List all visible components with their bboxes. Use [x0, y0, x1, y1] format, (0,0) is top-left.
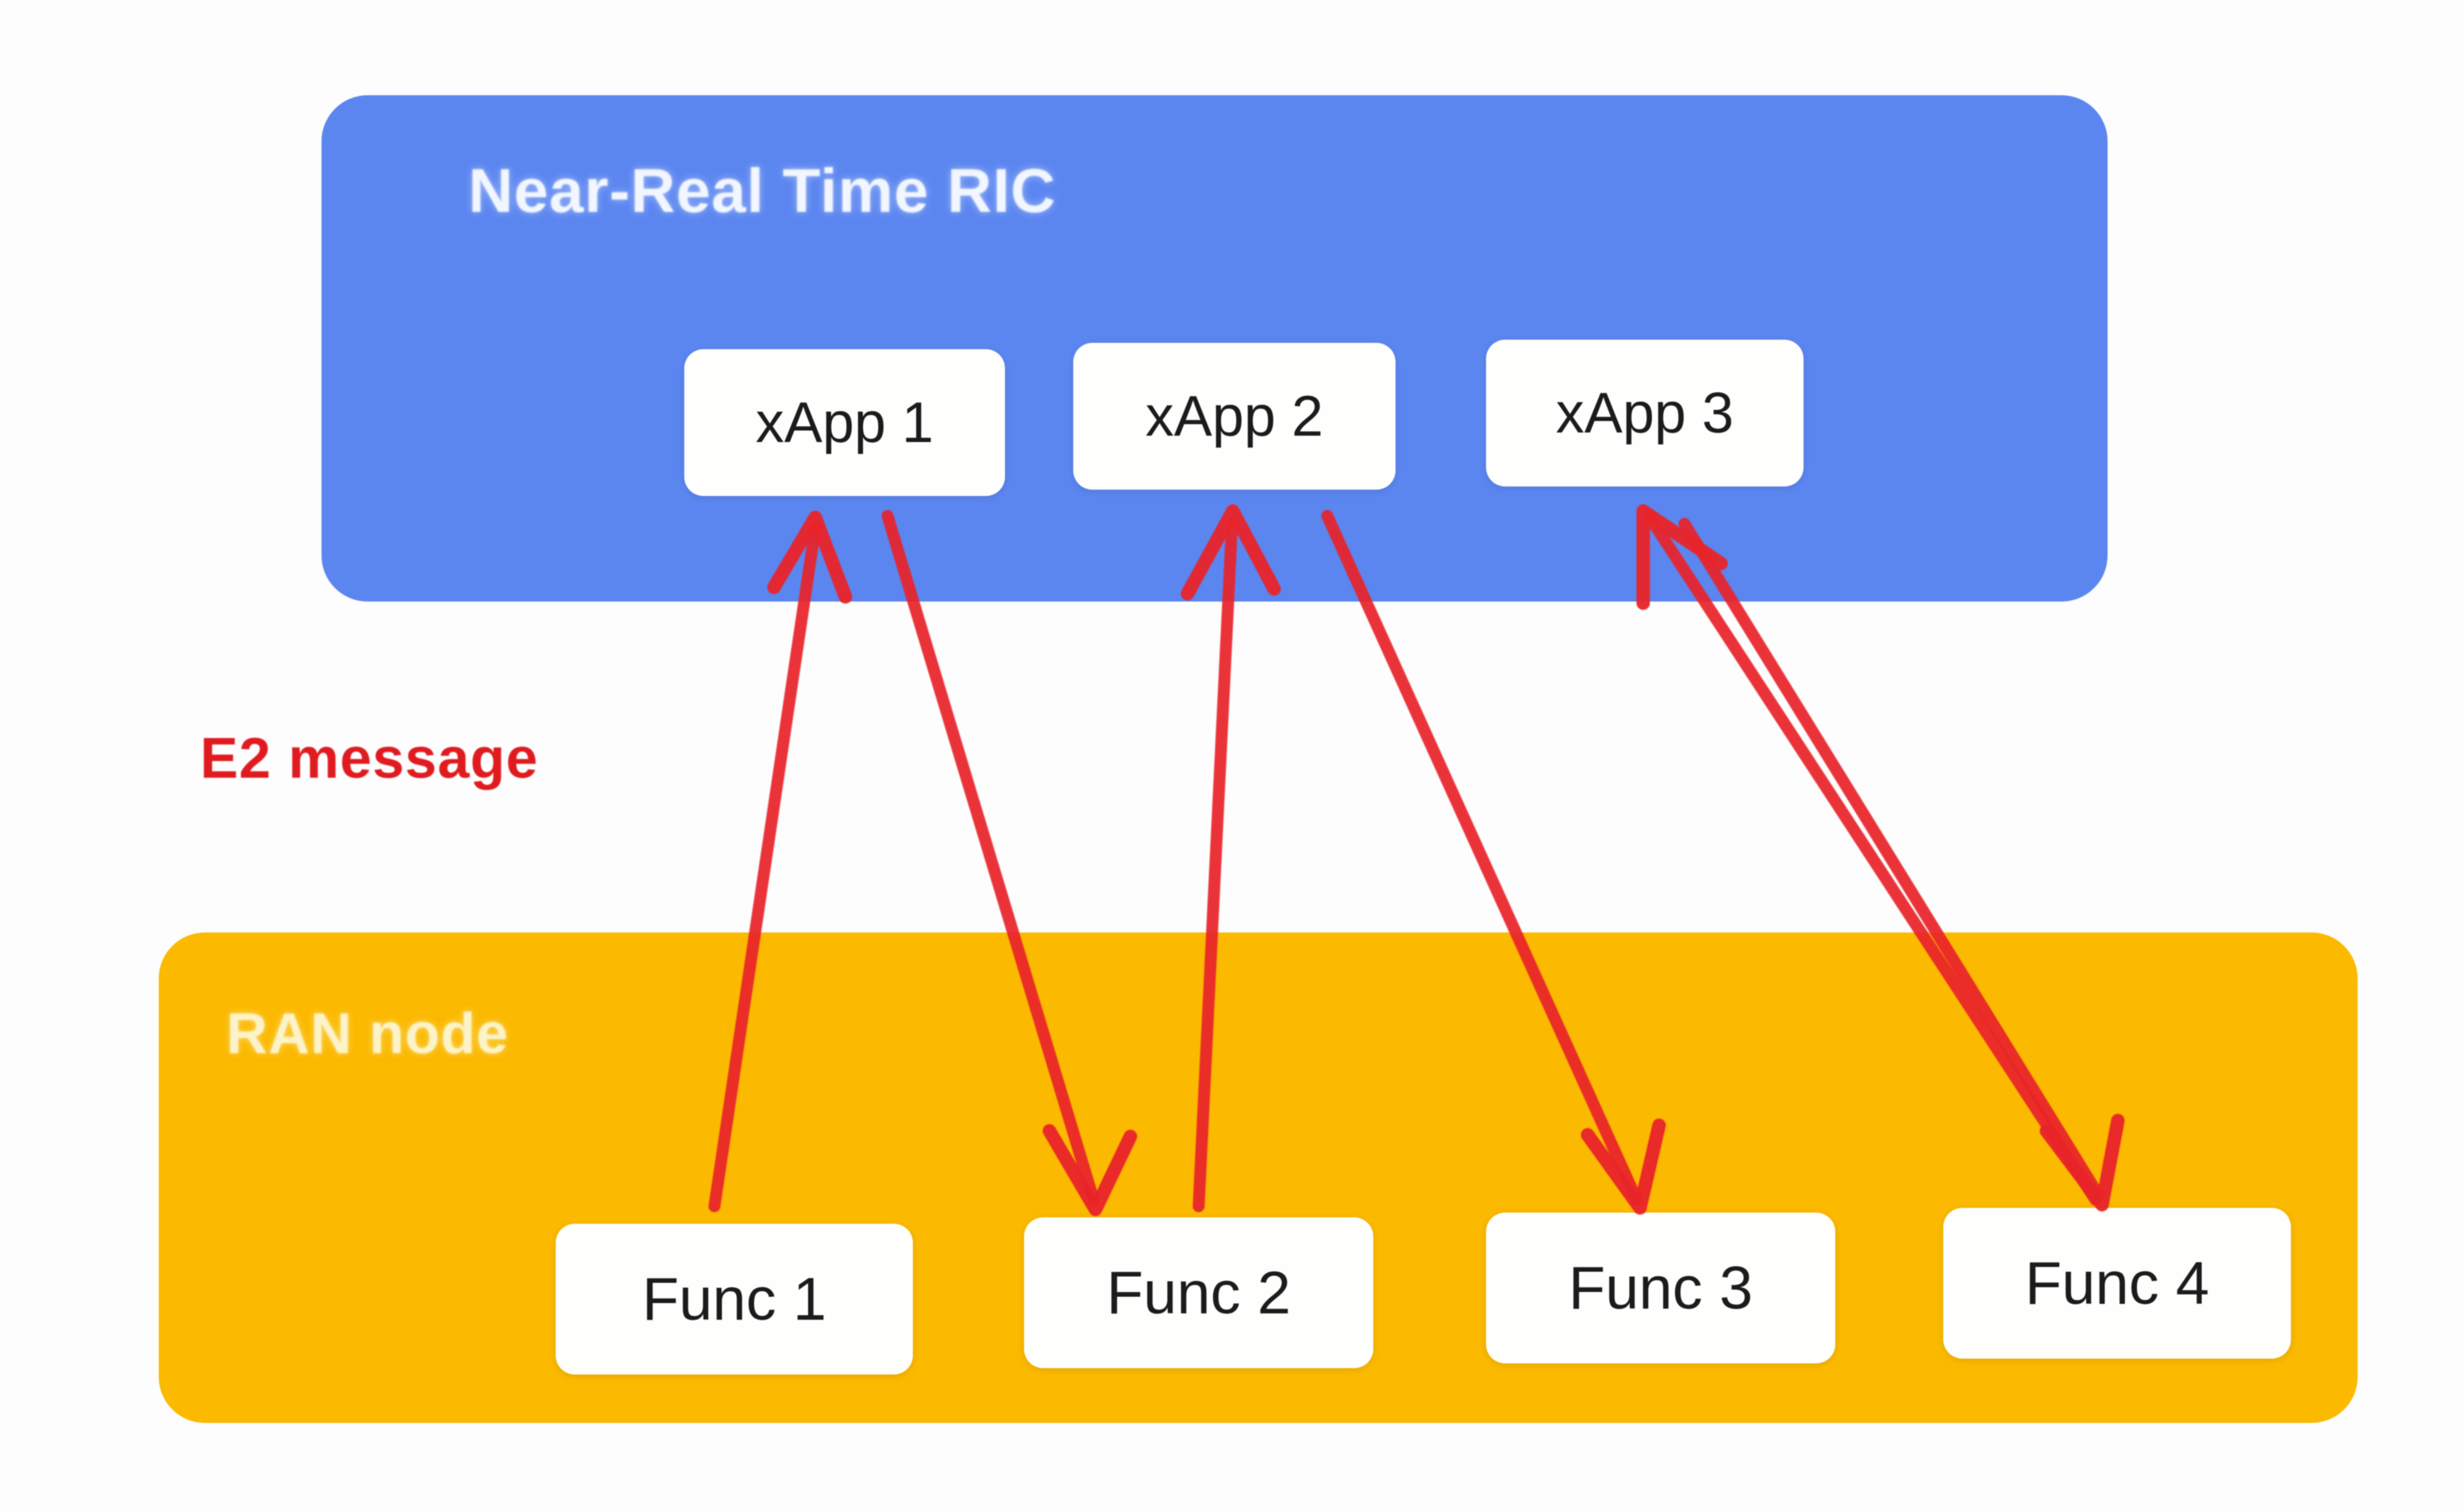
func-2-label: Func 2 — [1106, 1259, 1292, 1327]
xapp-2-label: xApp 2 — [1145, 384, 1324, 448]
xapp-3-node[interactable]: xApp 3 — [1486, 340, 1804, 486]
func-3-node[interactable]: Func 3 — [1486, 1213, 1835, 1363]
func-2-node[interactable]: Func 2 — [1024, 1217, 1373, 1368]
ran-node-title: RAN node — [226, 1002, 509, 1066]
xapp-1-label: xApp 1 — [755, 390, 934, 455]
func-4-label: Func 4 — [2024, 1249, 2210, 1317]
func-4-node[interactable]: Func 4 — [1943, 1208, 2291, 1359]
func-3-label: Func 3 — [1568, 1254, 1754, 1322]
xapp-3-label: xApp 3 — [1555, 381, 1734, 445]
e2-message-label: E2 message — [200, 727, 539, 790]
near-real-time-ric-title: Near-Real Time RIC — [468, 156, 1057, 225]
xapp-1-node[interactable]: xApp 1 — [684, 349, 1005, 496]
func-1-label: Func 1 — [641, 1265, 827, 1333]
func-1-node[interactable]: Func 1 — [556, 1224, 913, 1375]
xapp-2-node[interactable]: xApp 2 — [1073, 343, 1396, 490]
